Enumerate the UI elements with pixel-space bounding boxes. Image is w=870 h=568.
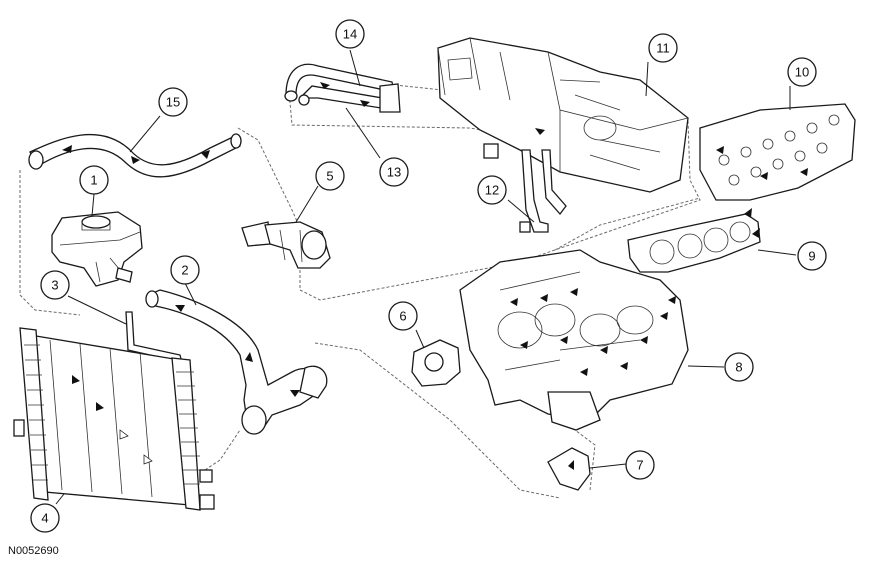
heater-hoses [284, 63, 401, 113]
callout-5: 5 [315, 161, 345, 191]
callout-4-label: 4 [41, 511, 48, 526]
callout-3-label: 3 [51, 278, 58, 293]
callout-14: 14 [335, 19, 365, 49]
callout-12: 12 [477, 175, 507, 205]
callout-14-label: 14 [343, 27, 357, 42]
callout-2-label: 2 [181, 263, 188, 278]
cylinder-head [699, 103, 856, 201]
callout-8: 8 [724, 352, 754, 382]
callout-12-label: 12 [485, 183, 499, 198]
head-gasket [627, 208, 761, 273]
callout-7: 7 [625, 450, 655, 480]
cylinder-block [459, 249, 689, 431]
callout-13: 13 [379, 157, 409, 187]
callout-11-label: 11 [656, 41, 670, 56]
callout-4: 4 [30, 503, 60, 533]
radiator [13, 327, 215, 511]
callout-10: 10 [787, 57, 817, 87]
callout-2: 2 [170, 255, 200, 285]
callout-15: 15 [158, 87, 188, 117]
callout-11: 11 [648, 33, 678, 63]
degas-bottle [51, 211, 143, 287]
callout-10-label: 10 [795, 65, 809, 80]
water-pump [411, 339, 461, 387]
callout-9-label: 9 [808, 249, 815, 264]
callout-9: 9 [797, 241, 827, 271]
leader-lines [55, 49, 797, 505]
upper-radiator-hose [145, 289, 328, 435]
lower-outlet-fitting [547, 447, 591, 491]
callout-6-label: 6 [399, 309, 406, 324]
callout-6: 6 [388, 301, 418, 331]
callout-7-label: 7 [636, 458, 643, 473]
thermostat-housing [241, 221, 331, 269]
figure-id: N0052690 [8, 545, 59, 557]
callout-3: 3 [40, 270, 70, 300]
callout-1: 1 [79, 165, 109, 195]
callout-8-label: 8 [735, 360, 742, 375]
callout-5-label: 5 [326, 169, 333, 184]
heater-core-housing [437, 37, 689, 193]
callout-15-label: 15 [166, 95, 180, 110]
callout-13-label: 13 [387, 165, 401, 180]
degas-hose [28, 133, 242, 178]
callout-1-label: 1 [90, 173, 97, 188]
